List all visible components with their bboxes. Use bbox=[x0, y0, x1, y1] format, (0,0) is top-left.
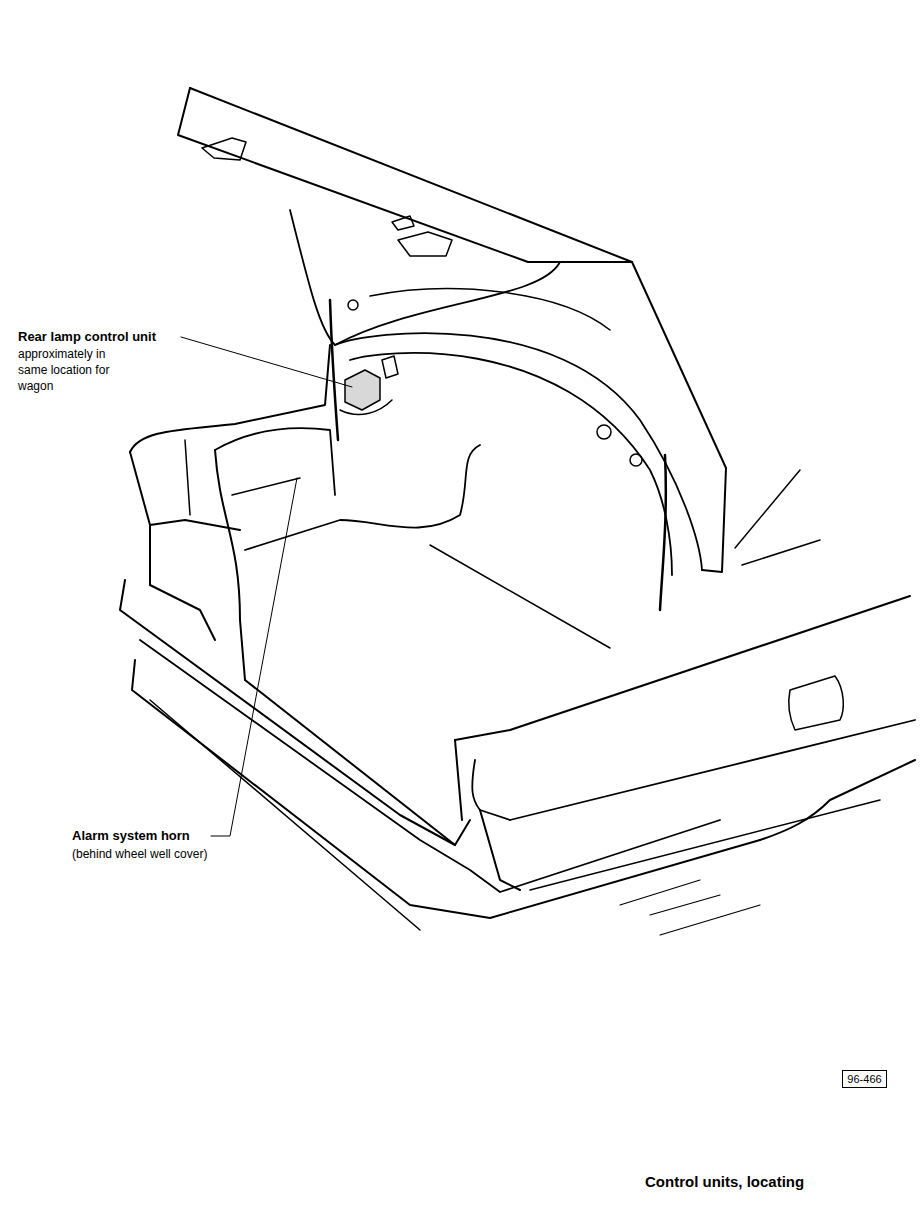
wheel-well-cover bbox=[232, 478, 300, 495]
bumper bbox=[120, 580, 470, 845]
trunk-rim-right bbox=[455, 596, 910, 740]
figure-number-box: 96-466 bbox=[842, 1070, 887, 1088]
rear-fender bbox=[760, 760, 915, 840]
lid-inner bbox=[370, 289, 610, 330]
leader-line bbox=[181, 337, 352, 387]
lid-hole bbox=[597, 425, 611, 439]
lid-hole bbox=[348, 300, 358, 310]
lid-outline bbox=[190, 88, 726, 572]
trunk-floor-edge bbox=[245, 445, 480, 550]
note-text: approximately in same location for wagon bbox=[18, 346, 136, 395]
lid-hinge-cutout bbox=[398, 232, 452, 256]
wheel-well-cover bbox=[215, 450, 245, 680]
taillight-right bbox=[472, 760, 510, 820]
lid-inner-frame bbox=[350, 353, 672, 575]
taillight-left bbox=[185, 440, 190, 515]
part-name: Alarm system horn bbox=[72, 827, 190, 845]
trunk-floor bbox=[430, 545, 610, 648]
shading bbox=[620, 880, 760, 935]
lid-hole bbox=[630, 454, 642, 466]
bumper bbox=[150, 525, 215, 640]
lid-strut bbox=[330, 300, 338, 440]
note-text: (behind wheel well cover) bbox=[72, 846, 207, 862]
rear-panel bbox=[530, 800, 880, 890]
rear-panel bbox=[510, 720, 915, 820]
figure-caption: Control units, locating bbox=[645, 1172, 804, 1192]
trunk-sill bbox=[245, 680, 455, 845]
connector-bracket bbox=[382, 356, 398, 378]
rear-window bbox=[735, 470, 820, 565]
lid-hinge-cutout bbox=[202, 138, 246, 160]
fuel-door bbox=[789, 676, 843, 730]
wheel-well-cover bbox=[215, 428, 335, 495]
leader-line bbox=[211, 478, 297, 836]
lid-strut bbox=[660, 455, 666, 610]
trunk-sill bbox=[455, 740, 462, 820]
part-name: Rear lamp control unit bbox=[18, 328, 156, 346]
figure-number: 96-466 bbox=[847, 1073, 881, 1085]
taillight-right bbox=[480, 810, 520, 890]
lid-edge bbox=[178, 88, 632, 262]
lid-clip bbox=[392, 216, 414, 230]
taillight-left bbox=[130, 452, 240, 530]
rear-lamp-control-unit bbox=[345, 370, 380, 410]
bumper-lower bbox=[150, 700, 420, 930]
mount-bracket bbox=[340, 400, 392, 415]
trunk-rim-left bbox=[130, 345, 330, 452]
bumper-lower bbox=[132, 660, 760, 918]
